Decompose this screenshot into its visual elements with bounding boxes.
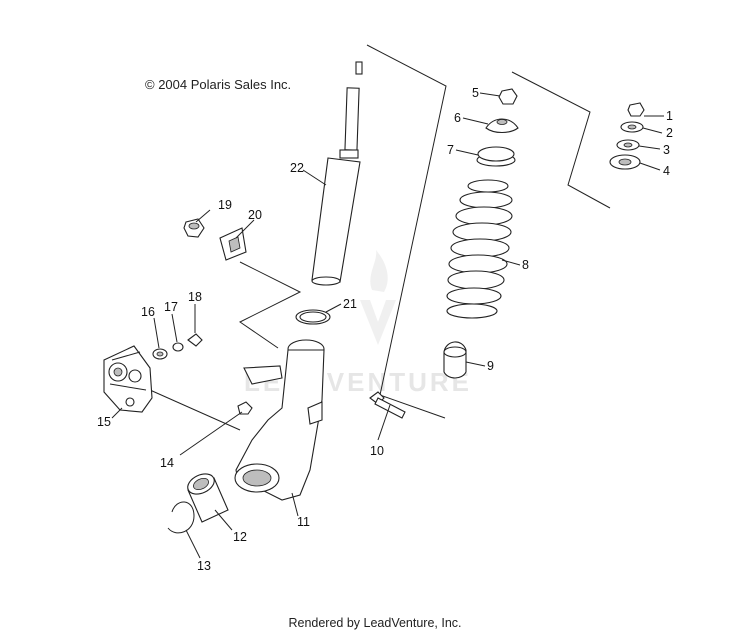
callout-5: 5 — [472, 86, 479, 100]
clip-20 — [219, 227, 247, 261]
bump-stop — [443, 341, 467, 379]
callout-1: 1 — [666, 109, 673, 123]
callout-13: 13 — [197, 559, 211, 573]
callout-8: 8 — [522, 258, 529, 272]
bolt-10 — [369, 391, 406, 419]
callout-18: 18 — [188, 290, 202, 304]
upper-hardware — [609, 102, 645, 170]
nut-19 — [183, 218, 205, 238]
brake-caliper — [103, 345, 153, 413]
callout-21: 21 — [343, 297, 357, 311]
callout-12: 12 — [233, 530, 247, 544]
callout-7: 7 — [447, 143, 454, 157]
nut-5 — [498, 88, 518, 105]
coil-spring — [446, 179, 513, 319]
caliper-hardware — [152, 333, 203, 360]
copyright-text: © 2004 Polaris Sales Inc. — [145, 77, 292, 92]
callout-14: 14 — [160, 456, 174, 470]
o-ring — [295, 309, 331, 325]
callout-22: 22 — [290, 161, 304, 175]
footer-text: Rendered by LeadVenture, Inc. — [288, 616, 462, 630]
spindle-knuckle — [234, 339, 325, 501]
callout-10: 10 — [370, 444, 384, 458]
callout-17: 17 — [164, 300, 178, 314]
callout-6: 6 — [454, 111, 461, 125]
callout-15: 15 — [97, 415, 111, 429]
callout-11: 11 — [297, 515, 310, 529]
callouts: 1 2 3 4 5 6 7 8 9 10 11 12 13 14 15 16 1… — [97, 86, 673, 573]
shock-absorber — [311, 61, 363, 286]
callout-16: 16 — [141, 305, 155, 319]
callout-4: 4 — [663, 164, 670, 178]
callout-9: 9 — [487, 359, 494, 373]
callout-3: 3 — [663, 143, 670, 157]
nut-14 — [237, 401, 253, 415]
watermark-logo — [360, 250, 396, 345]
snap-ring — [167, 501, 195, 534]
callout-2: 2 — [666, 126, 673, 140]
spring-retainer — [476, 146, 516, 167]
callout-19: 19 — [218, 198, 232, 212]
bearing — [187, 473, 229, 523]
callout-20: 20 — [248, 208, 262, 222]
spring-seat-upper — [485, 118, 519, 134]
assembly-lines — [149, 44, 611, 431]
leader-lines — [111, 92, 664, 559]
